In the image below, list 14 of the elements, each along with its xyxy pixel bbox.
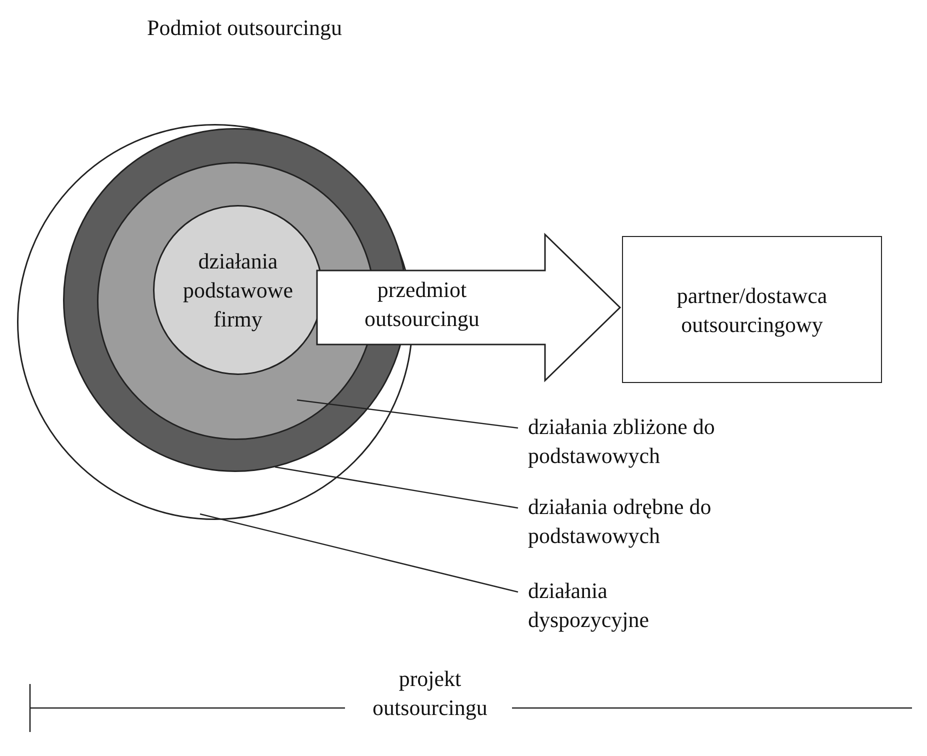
diagram-title: Podmiot outsourcingu <box>147 14 342 42</box>
node-text: partner/dostawca outsourcingowy <box>676 282 828 338</box>
block-arrow <box>316 232 622 382</box>
node-text: działania podstawowe firmy <box>182 248 294 334</box>
leader-line <box>274 466 518 509</box>
leader-line <box>296 399 518 429</box>
edge-label: przedmiot outsourcingu <box>364 276 480 332</box>
leader-line <box>200 513 518 593</box>
annotation-text: działania dyspozycyjne <box>528 576 678 634</box>
process-box <box>622 236 882 383</box>
annotation-text: działania zbliżone do podstawowych <box>528 412 733 470</box>
annotation-text: działania odrębne do podstawowych <box>528 492 733 550</box>
span-label: projekt outsourcingu <box>372 665 488 722</box>
circle-node <box>153 205 323 375</box>
